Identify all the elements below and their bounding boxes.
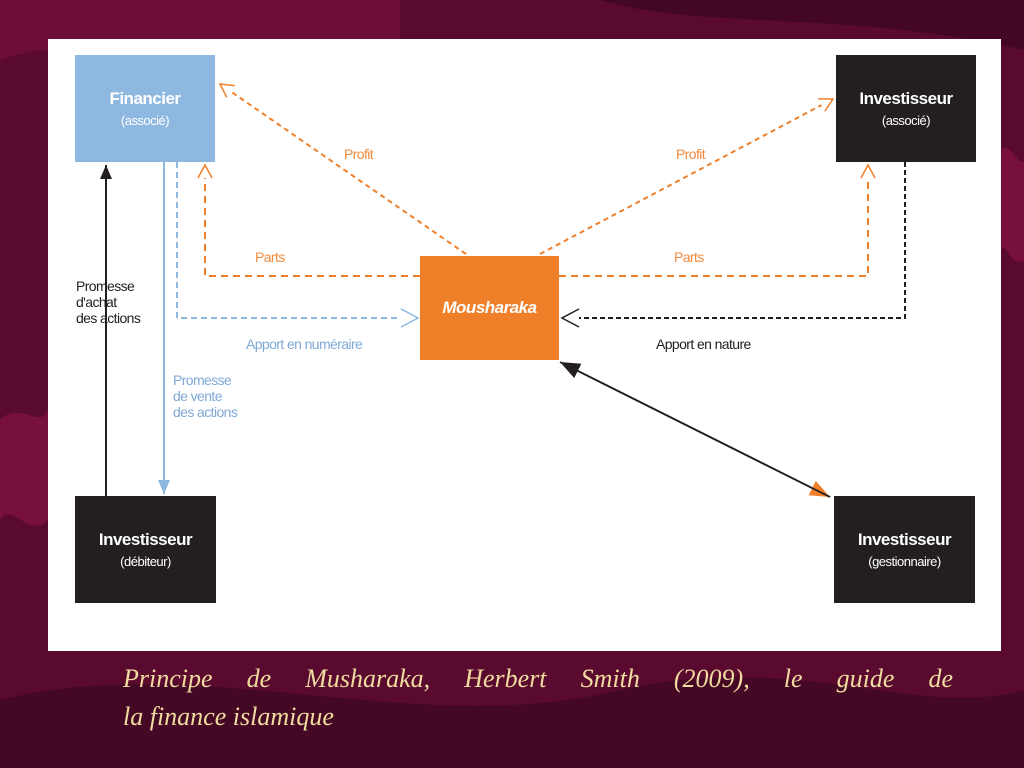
promesse-vente-line1: Promesse — [173, 372, 232, 388]
investor-manager-box: Investisseur (gestionnaire) — [834, 496, 975, 603]
profit-label-left: Profit — [344, 146, 374, 162]
caption-line-2: la finance islamique — [123, 702, 334, 731]
investor-manager-sub: (gestionnaire) — [868, 554, 941, 569]
promesse-achat-line1: Promesse — [76, 278, 135, 294]
parts-label-right: Parts — [674, 249, 704, 265]
profit-arrow-right — [539, 98, 835, 255]
caption-line-1: Principe de Musharaka, Herbert Smith (20… — [123, 664, 953, 693]
promesse-achat-line3: des actions — [76, 310, 141, 326]
management-arrow-back — [559, 361, 831, 498]
figure-caption: Principe de Musharaka, Herbert Smith (20… — [123, 660, 953, 736]
financier-box: Financier (associé) — [75, 55, 215, 162]
promesse-vente-line3: des actions — [173, 404, 238, 420]
promesse-vente-label: Promesse de vente des actions — [173, 372, 238, 420]
financier-title: Financier — [109, 89, 181, 108]
mousharaka-title: Mousharaka — [442, 298, 537, 317]
apport-nature-label: Apport en nature — [656, 336, 751, 352]
promesse-achat-label: Promesse d'achat des actions — [76, 278, 141, 326]
parts-arrow-left — [197, 163, 420, 277]
investor-debtor-sub: (débiteur) — [120, 554, 171, 569]
mousharaka-box: Mousharaka — [420, 256, 559, 360]
investor-associate-box: Investisseur (associé) — [836, 55, 976, 162]
apport-numeraire-label: Apport en numéraire — [246, 336, 363, 352]
investor-debtor-title: Investisseur — [98, 530, 193, 549]
profit-label-right: Profit — [676, 146, 706, 162]
investor-associate-title: Investisseur — [859, 89, 953, 108]
apport-numeraire-arrow — [176, 162, 420, 328]
investor-debtor-box: Investisseur (débiteur) — [75, 496, 216, 603]
diagram-connectors — [100, 83, 906, 498]
promesse-vente-line2: de vente — [173, 388, 223, 404]
financier-sub: (associé) — [120, 113, 170, 128]
investor-manager-title: Investisseur — [857, 530, 952, 549]
apport-nature-arrow — [560, 162, 906, 328]
investor-associate-sub: (associé) — [881, 113, 931, 128]
profit-arrow-left — [218, 83, 467, 255]
parts-label-left: Parts — [255, 249, 285, 265]
diagram-panel: Financier (associé) Investisseur (associ… — [48, 39, 1001, 651]
promesse-achat-line2: d'achat — [76, 294, 117, 310]
parts-arrow-right — [559, 163, 876, 277]
